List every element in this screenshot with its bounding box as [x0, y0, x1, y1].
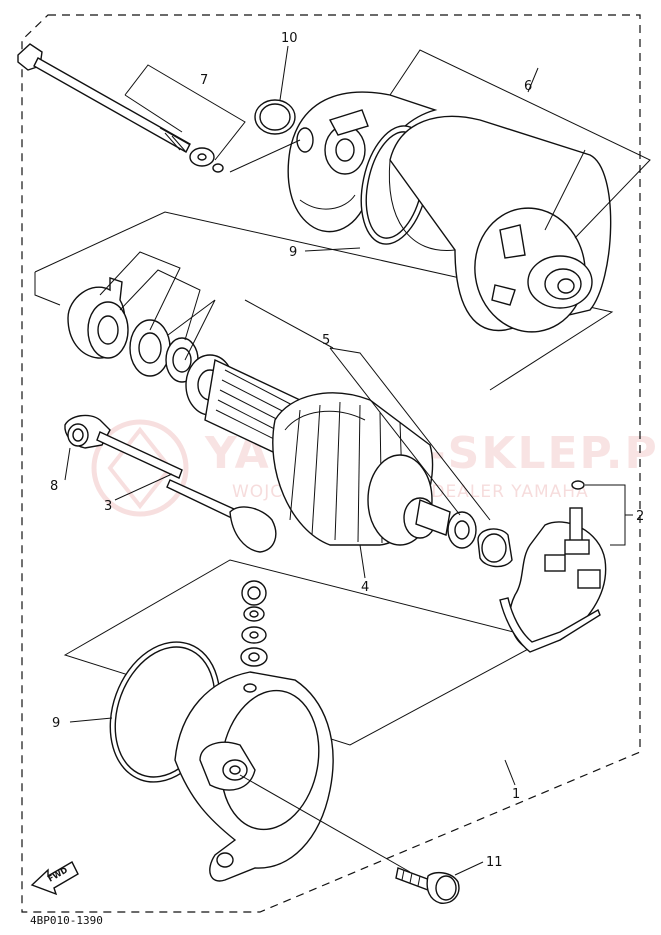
o-ring-10: [254, 99, 296, 135]
assembly-boundary: [21, 14, 641, 913]
kit-boundary-armature: [34, 211, 614, 391]
armature-washers: [447, 511, 513, 568]
nut-stack: [240, 580, 268, 667]
callout-1: 1: [512, 787, 520, 802]
callout-9-lower: 9: [52, 716, 60, 731]
shim-set: [67, 277, 199, 383]
front-cover: [287, 91, 438, 233]
fwd-arrow-icon: FWD: [30, 861, 79, 896]
callout-9-upper: 9: [289, 245, 297, 260]
long-bolt: [17, 43, 191, 153]
callout-2: 2: [636, 509, 644, 524]
rear-cover: [174, 671, 334, 882]
callout-5: 5: [322, 333, 330, 348]
leader-lines: [64, 45, 651, 876]
drawing-code: 4BP010-1390: [30, 914, 103, 927]
callout-10: 10: [281, 31, 298, 46]
callout-7: 7: [200, 73, 208, 88]
callout-8: 8: [50, 479, 58, 494]
yoke-housing: [388, 115, 612, 333]
callout-4: 4: [361, 580, 369, 595]
callout-6: 6: [524, 79, 532, 94]
callout-3: 3: [104, 499, 112, 514]
callout-11: 11: [486, 855, 503, 870]
armature: [185, 354, 451, 546]
bolt-washer: [189, 147, 224, 173]
terminal-bolt: [96, 431, 277, 553]
brush-holder: [499, 480, 607, 653]
cover-screw: [395, 867, 460, 904]
watermark-logo-ring: [91, 419, 189, 517]
callout-labels: 10 7 6 9 5 8 3 4 2 9 1 11: [50, 31, 644, 870]
